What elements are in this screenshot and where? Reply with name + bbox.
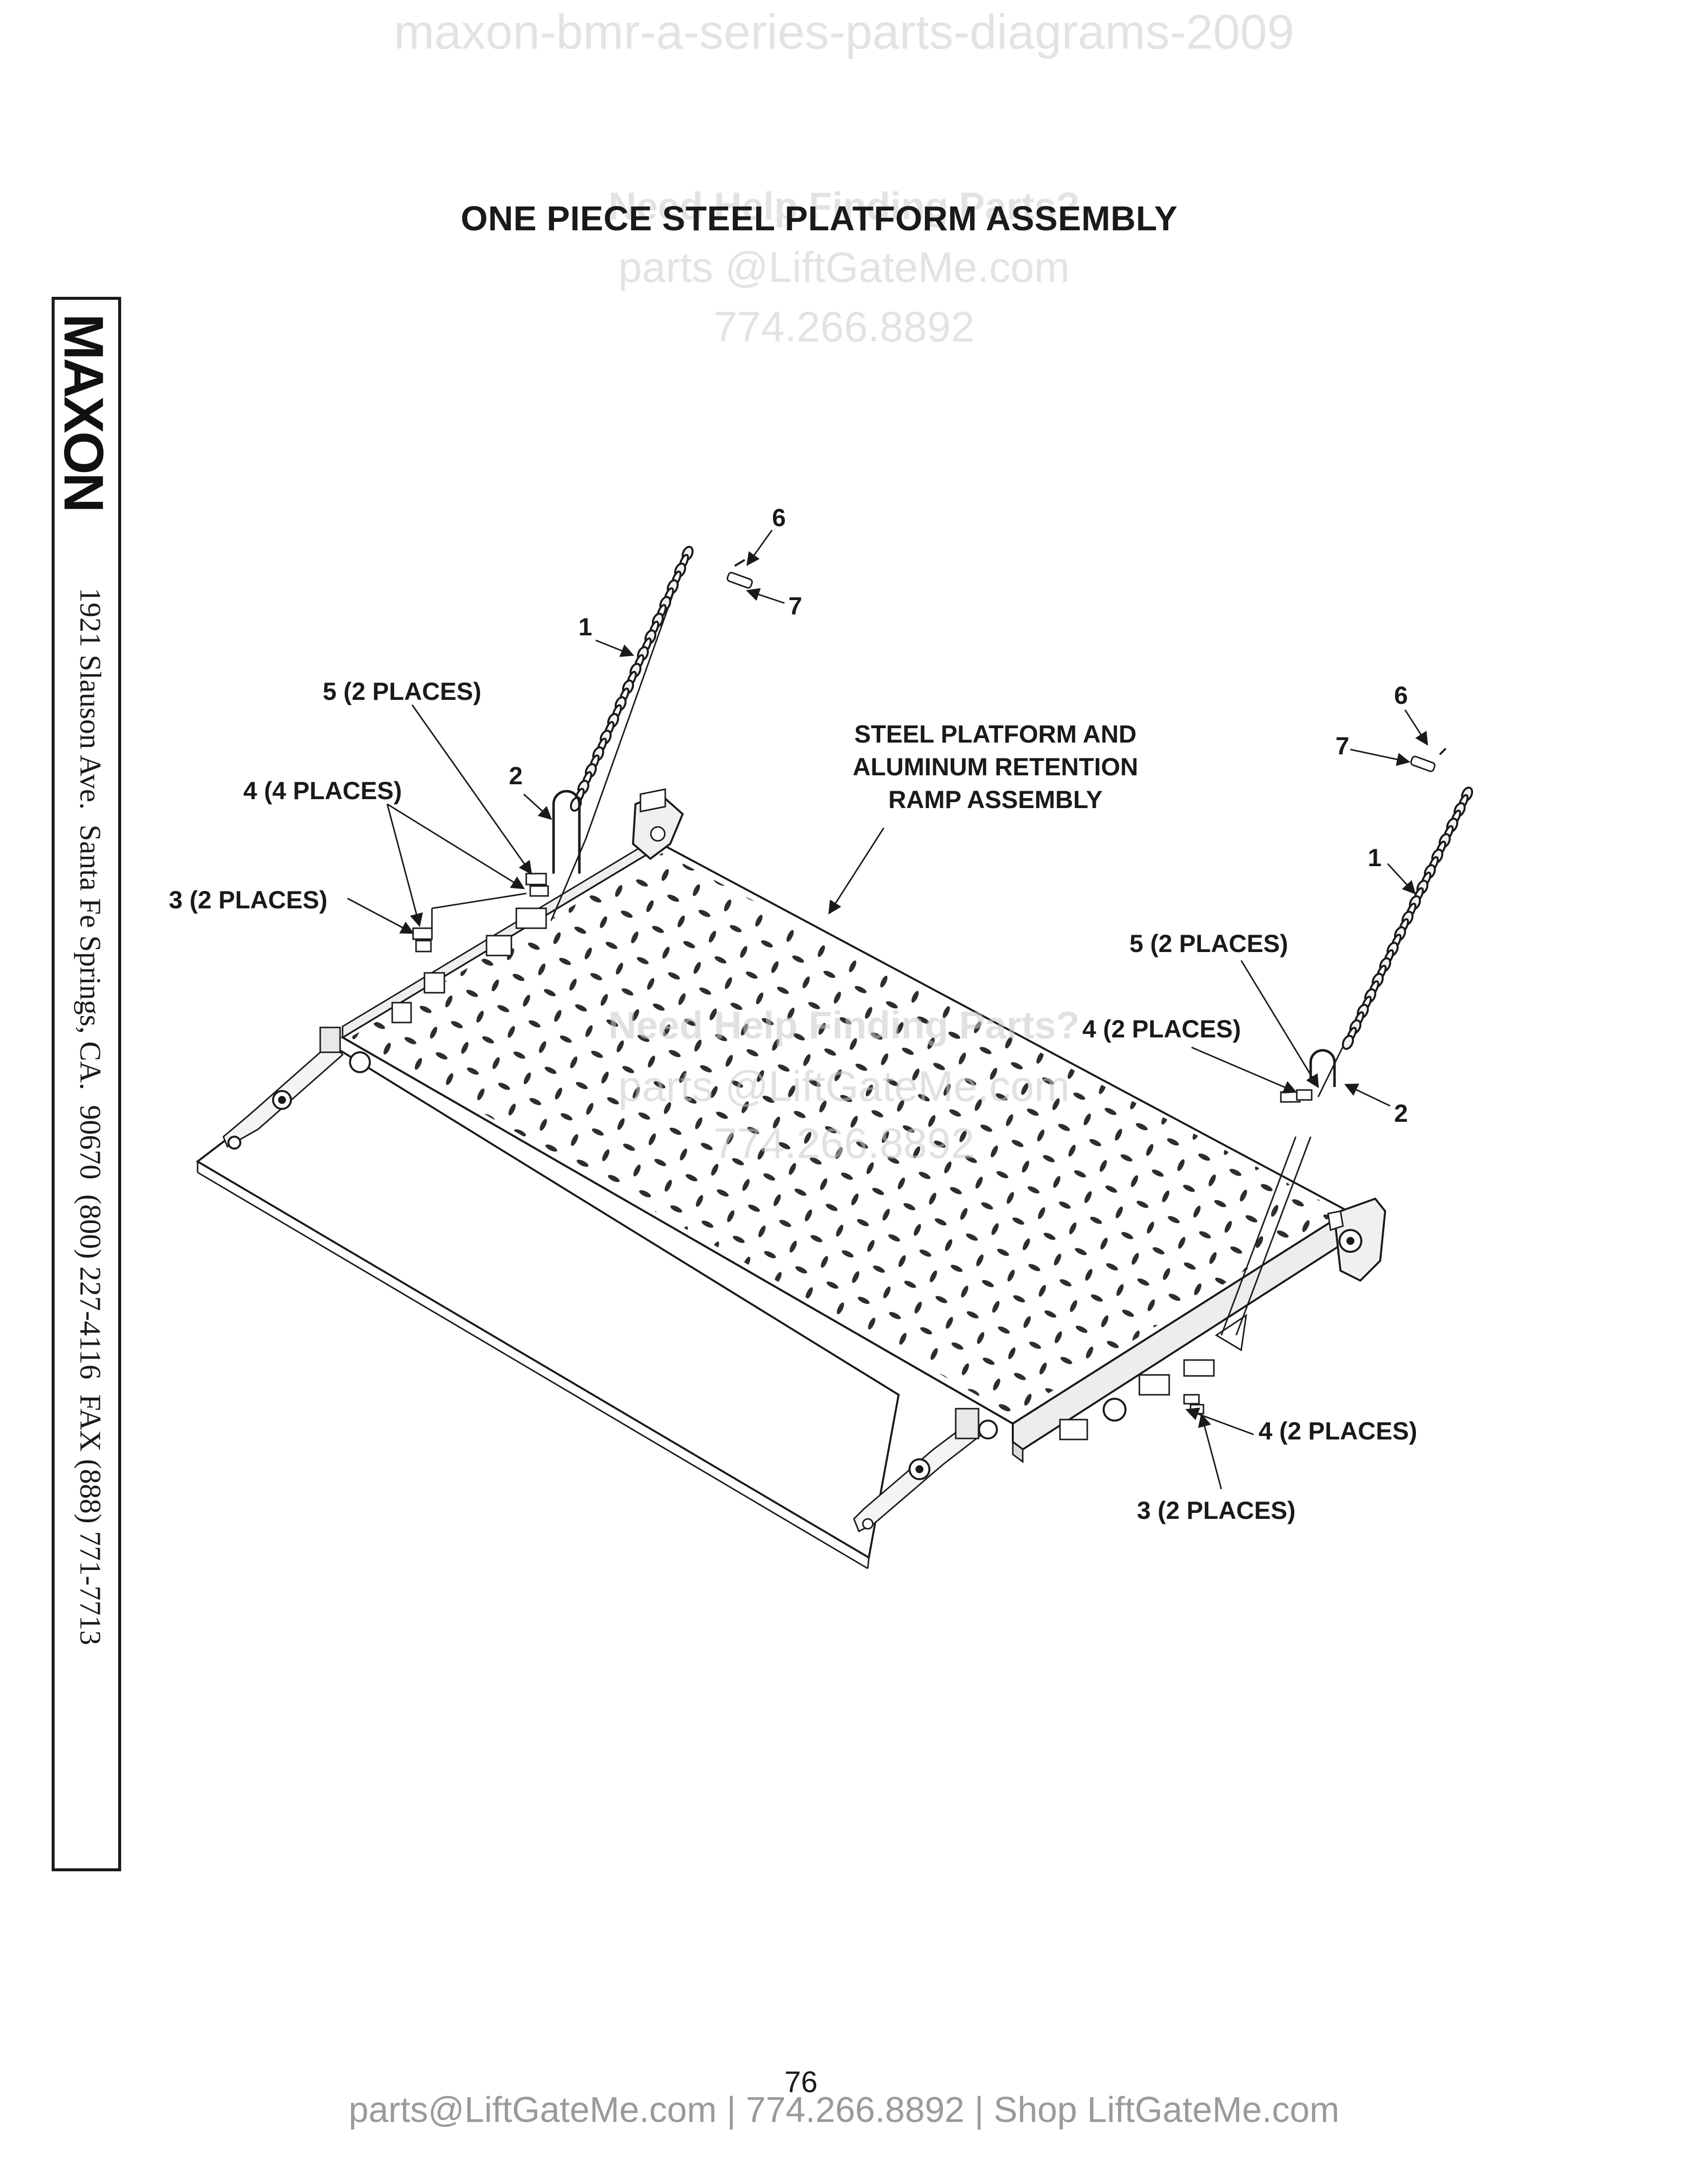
chain-right: [1220, 786, 1474, 1336]
callout-1-right: 1: [1368, 844, 1382, 872]
maxon-logo: MAXON: [53, 310, 120, 568]
callout-assembly-line3: RAMP ASSEMBLY: [888, 786, 1103, 814]
callout-2-left: 2: [509, 762, 523, 790]
watermark-phone: 774.266.8892: [713, 303, 975, 351]
chain-link: [569, 796, 582, 812]
bolt-right-lower: [1183, 1394, 1204, 1415]
bolt-icon: [227, 1136, 241, 1150]
callout-4-right-upper: 4 (2 PLACES): [1082, 1015, 1241, 1043]
page-number: 76: [784, 2065, 818, 2099]
pin-left: [726, 559, 753, 589]
logo-wordmark: MAXON: [57, 314, 115, 511]
callout-4-right-lower: 4 (2 PLACES): [1259, 1417, 1417, 1445]
callout-4-left: 4 (4 PLACES): [243, 777, 402, 805]
callout-1-left: 1: [578, 613, 592, 641]
shackle-left: [525, 790, 581, 897]
callout-7-left: 7: [788, 592, 802, 620]
watermark-help-heading: Need Help Finding Parts?: [608, 184, 1080, 228]
watermark-phone-mid: 774.266.8892: [713, 1120, 975, 1167]
callout-3-right: 3 (2 PLACES): [1137, 1497, 1296, 1524]
callout-5-right: 5 (2 PLACES): [1129, 930, 1288, 957]
page-title: ONE PIECE STEEL PLATFORM ASSEMBLY: [461, 199, 1178, 238]
watermark-email: parts @LiftGateMe.com: [618, 244, 1070, 291]
watermark-title: maxon-bmr-a-series-parts-diagrams-2009: [394, 4, 1294, 59]
callout-assembly-line2: ALUMINUM RETENTION: [853, 753, 1138, 781]
watermark-email-mid: parts @LiftGateMe.com: [618, 1063, 1070, 1110]
watermark-help-heading-mid: Need Help Finding Parts?: [608, 1003, 1080, 1047]
company-sidebar: MAXON 1921 Slauson Ave. Santa Fe Springs…: [52, 297, 121, 1871]
hinge-block-left: [319, 1026, 341, 1053]
callout-3-left: 3 (2 PLACES): [169, 886, 328, 914]
callout-5-left: 5 (2 PLACES): [323, 678, 482, 705]
chain-link: [1341, 1034, 1354, 1050]
callout-6-right: 6: [1394, 682, 1408, 709]
pin-right: [1410, 748, 1447, 772]
callout-6-left: 6: [772, 504, 786, 532]
leader-lines: [347, 530, 1428, 1490]
callout-assembly-line1: STEEL PLATFORM AND: [854, 720, 1137, 748]
footer-contact: parts@LiftGateMe.com | 774.266.8892 | Sh…: [349, 2090, 1339, 2130]
bolt-left-lower: [412, 892, 527, 953]
chain-left: [550, 546, 694, 921]
callout-2-right: 2: [1394, 1099, 1408, 1127]
hinge-block-right: [955, 1408, 980, 1439]
callout-7-right: 7: [1336, 732, 1349, 760]
